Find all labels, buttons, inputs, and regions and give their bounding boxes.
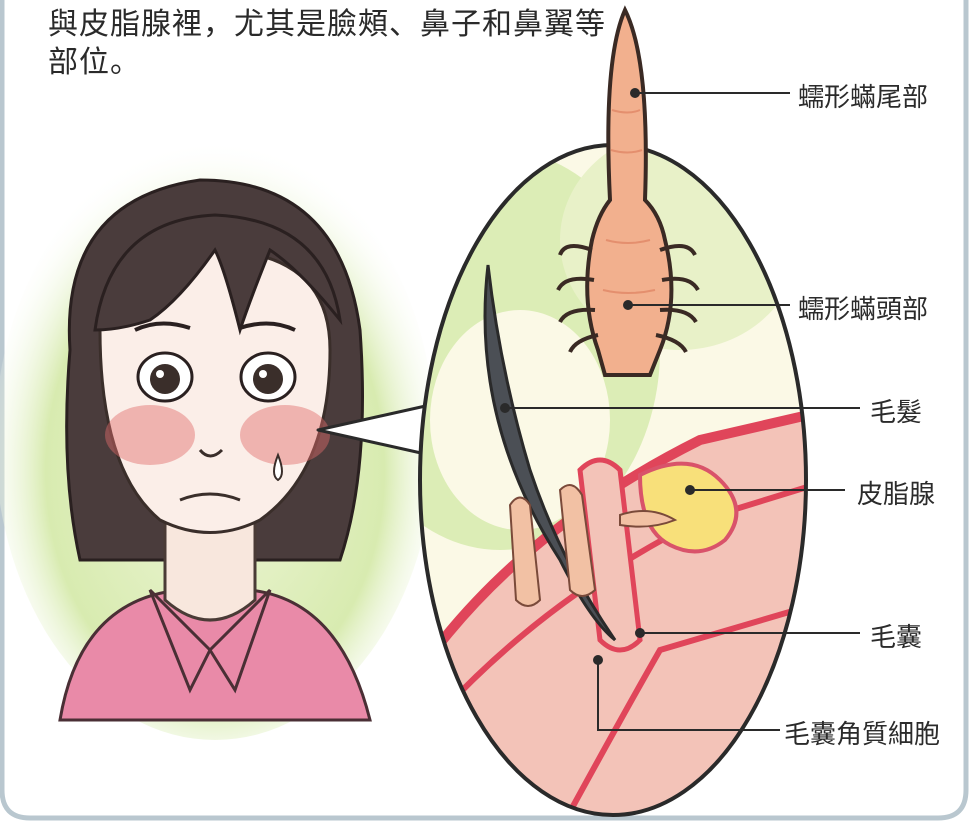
label-follicle-keratinocyte: 毛囊角質細胞 bbox=[784, 714, 940, 751]
label-hair-follicle: 毛囊 bbox=[870, 617, 922, 654]
intro-text: 與皮脂腺裡，尤其是臉頰、鼻子和鼻翼等部位。 bbox=[48, 6, 608, 82]
cheek-redness-right bbox=[240, 405, 330, 465]
label-mite-tail: 蠕形蟎尾部 bbox=[798, 77, 928, 114]
woman-illustration bbox=[60, 180, 370, 720]
label-hair: 毛髮 bbox=[870, 392, 922, 429]
cheek-redness-left bbox=[105, 405, 195, 465]
label-sebaceous-gland: 皮脂腺 bbox=[857, 474, 935, 511]
label-mite-head: 蠕形蟎頭部 bbox=[798, 289, 928, 326]
